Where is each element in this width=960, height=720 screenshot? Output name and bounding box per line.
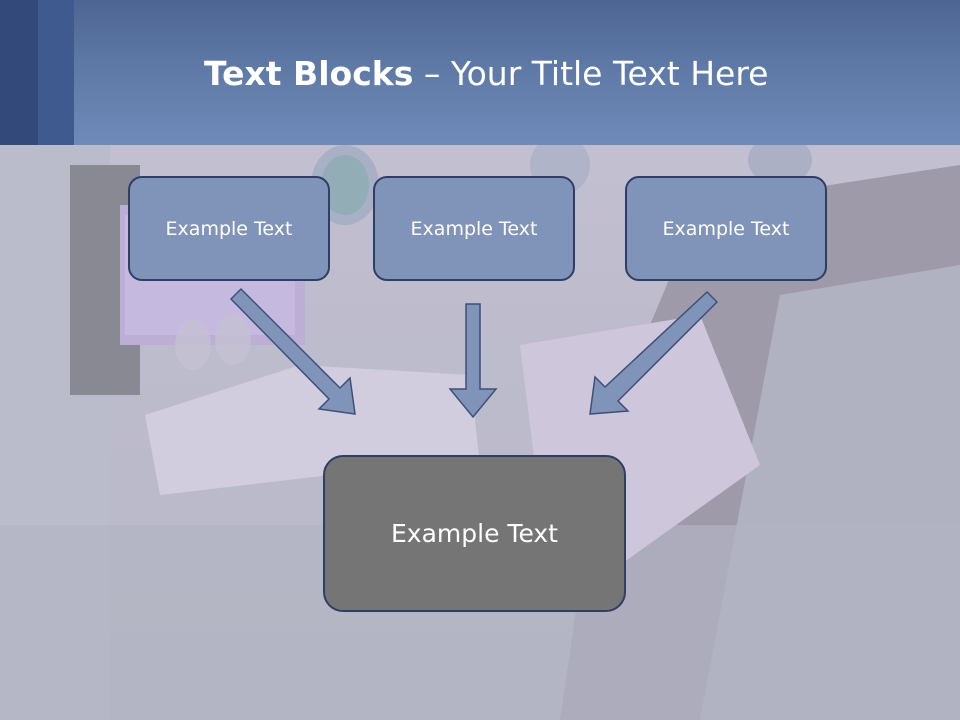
title-rest: Your Title Text Here xyxy=(450,54,769,93)
header-accent-dark xyxy=(0,0,38,145)
arrow-right xyxy=(589,290,719,415)
header-accent-mid xyxy=(38,0,74,145)
text-block-top-left[interactable]: Example Text xyxy=(128,176,330,281)
text-block-top-center-label: Example Text xyxy=(410,217,538,240)
slide-title: Text Blocks – Your Title Text Here xyxy=(204,54,768,93)
header-bar xyxy=(0,0,960,145)
title-dash: – xyxy=(413,54,451,93)
arrow-left xyxy=(229,287,356,415)
title-bold: Text Blocks xyxy=(204,54,414,93)
text-block-bottom[interactable]: Example Text xyxy=(323,455,626,612)
text-block-top-right-label: Example Text xyxy=(662,217,790,240)
arrow-center xyxy=(448,303,498,419)
text-block-top-right[interactable]: Example Text xyxy=(625,176,827,281)
text-block-top-left-label: Example Text xyxy=(165,217,293,240)
cabin-background-image xyxy=(0,145,960,720)
text-block-top-center[interactable]: Example Text xyxy=(373,176,575,281)
text-block-bottom-label: Example Text xyxy=(391,519,558,548)
